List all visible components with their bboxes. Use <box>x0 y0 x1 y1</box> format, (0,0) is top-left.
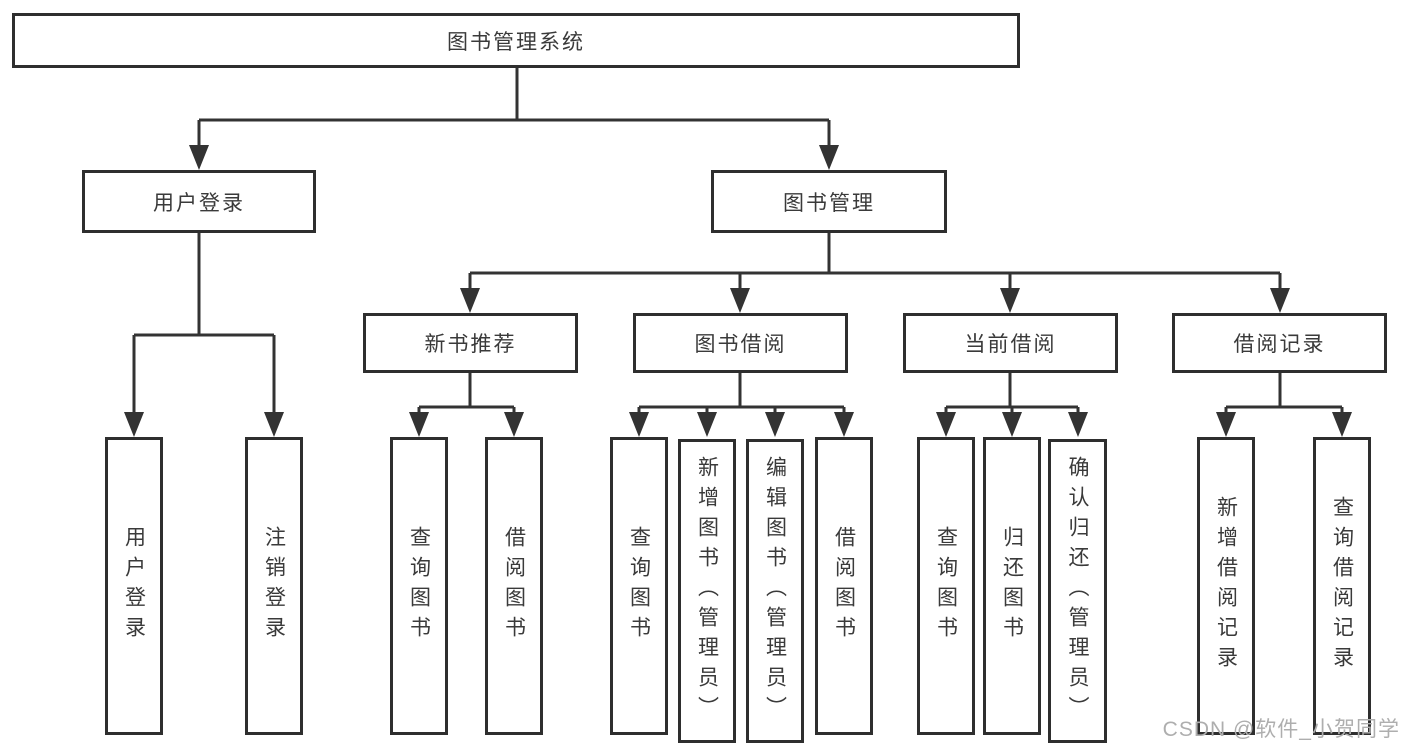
leaf-add-borrow-record: 新增借阅记录 <box>1197 437 1255 735</box>
node-label: 新书推荐 <box>424 333 517 356</box>
leaf-label: 注销登录 <box>262 526 286 646</box>
node-borrow-records: 借阅记录 <box>1172 313 1387 373</box>
leaf-query-books-borrow: 查询图书 <box>610 437 668 735</box>
leaf-label: 确认归还（管理员） <box>1066 456 1089 726</box>
csdn-watermark: CSDN @软件_小贺同学 <box>1162 718 1400 741</box>
leaf-borrow-books: 借阅图书 <box>815 437 873 735</box>
leaf-return-book: 归还图书 <box>983 437 1041 735</box>
leaf-query-borrow-record: 查询借阅记录 <box>1313 437 1371 735</box>
leaf-label: 查询图书 <box>407 526 431 646</box>
leaf-logout: 注销登录 <box>245 437 303 735</box>
leaf-label: 查询借阅记录 <box>1330 496 1354 676</box>
node-label: 图书借阅 <box>694 333 787 356</box>
leaf-label: 新增借阅记录 <box>1214 496 1238 676</box>
node-library-management-system: 图书管理系统 <box>12 13 1020 68</box>
node-label: 图书管理系统 <box>447 30 585 54</box>
leaf-user-login: 用户登录 <box>105 437 163 735</box>
leaf-borrow-books-recommend: 借阅图书 <box>485 437 543 735</box>
leaf-edit-book-admin: 编辑图书（管理员） <box>746 439 804 743</box>
node-user-login: 用户登录 <box>82 170 316 233</box>
leaf-label: 借阅图书 <box>502 526 526 646</box>
leaf-label: 编辑图书（管理员） <box>763 456 787 726</box>
node-new-book-recommend: 新书推荐 <box>363 313 578 373</box>
node-current-borrow: 当前借阅 <box>903 313 1118 373</box>
leaf-query-books-current: 查询图书 <box>917 437 975 735</box>
leaf-label: 新增图书（管理员） <box>695 456 719 726</box>
leaf-label: 用户登录 <box>122 526 146 646</box>
leaf-query-books-recommend: 查询图书 <box>390 437 448 735</box>
leaf-label: 查询图书 <box>627 526 651 646</box>
leaf-label: 查询图书 <box>934 526 958 646</box>
leaf-label: 借阅图书 <box>832 526 856 646</box>
leaf-label: 归还图书 <box>1000 526 1024 646</box>
node-label: 用户登录 <box>153 191 245 215</box>
node-label: 借阅记录 <box>1233 333 1326 356</box>
node-label: 当前借阅 <box>964 333 1057 356</box>
node-label: 图书管理 <box>783 191 875 215</box>
leaf-confirm-return-admin: 确认归还（管理员） <box>1048 439 1107 743</box>
leaf-add-book-admin: 新增图书（管理员） <box>678 439 736 743</box>
node-book-borrow: 图书借阅 <box>633 313 848 373</box>
node-book-management: 图书管理 <box>711 170 947 233</box>
